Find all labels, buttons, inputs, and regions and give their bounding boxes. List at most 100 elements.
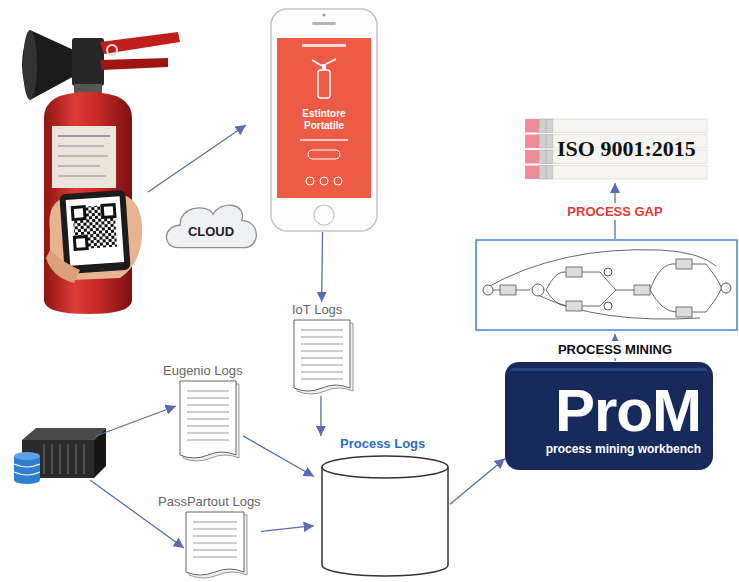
node-label: Process Logs: [314, 436, 450, 452]
database-cylinder: Process Logs: [314, 436, 450, 578]
fire-extinguisher: [58, 165, 100, 167]
doc-outline: [301, 358, 343, 359]
server-icon: [14, 464, 40, 467]
iso-outline: [553, 166, 707, 180]
cyl-outline: [322, 456, 448, 478]
process-model: [566, 267, 582, 277]
cyl-outline: [314, 436, 450, 578]
iso-outline: [546, 119, 547, 133]
server-icon: [14, 452, 40, 460]
process-model: [540, 296, 700, 319]
fire-extinguisher: [58, 155, 108, 157]
node-label: ProM: [517, 380, 701, 442]
phone-outline: [300, 139, 348, 141]
flow-arrow: [320, 396, 321, 436]
iso-outline: [525, 119, 539, 133]
cloud-shape: CLOUD: [160, 198, 262, 252]
fire-extinguisher: [23, 30, 37, 100]
process-model: [476, 240, 737, 330]
fire-extinguisher: [107, 45, 117, 55]
iso-outline: [539, 166, 553, 180]
iso-outline: [525, 135, 539, 149]
log-document: PassPartout Logs: [158, 494, 261, 580]
server-icon: [44, 444, 45, 474]
doc-outline: [193, 557, 237, 558]
prom-outline: [511, 368, 707, 371]
doc-outline: [180, 381, 239, 461]
flow-arrow: [261, 526, 314, 532]
doc-outline: [193, 536, 237, 537]
doc-outline: [301, 330, 343, 331]
server-icon: [14, 476, 40, 484]
doc-outline: [186, 512, 244, 575]
doc-outline: [193, 543, 237, 544]
node-label: PassPartout Logs: [158, 494, 261, 510]
phone-outline: [302, 44, 346, 47]
process-model: [676, 259, 692, 269]
doc-outline: [301, 372, 343, 373]
flow-arrow: [243, 436, 314, 477]
phone-outline: [318, 70, 330, 98]
phone-scanning-qr: [72, 205, 117, 250]
phone-scanning-qr: [72, 207, 85, 220]
doc-outline: [187, 398, 229, 399]
scan-arrow: [148, 125, 246, 192]
phone-outline: [322, 64, 326, 70]
phone-scanning-qr: [74, 237, 87, 250]
fire-extinguisher: [58, 145, 104, 147]
process-model: [706, 264, 722, 312]
fire-extinguisher: [22, 30, 78, 100]
server-icon: [52, 444, 53, 474]
process-model: [676, 307, 692, 317]
doc-outline: [187, 419, 229, 420]
phone-outline: [306, 177, 314, 185]
process-model: [476, 240, 737, 330]
phone-scanning-qr: [46, 190, 142, 283]
phone-scanning-qr: [59, 190, 130, 274]
fire-extinguisher: [58, 175, 106, 177]
phone-scanning-qr: [46, 250, 80, 283]
doc-outline: [294, 320, 350, 391]
doc-outline: [301, 344, 343, 345]
node-subtitle: process mining workbench: [517, 442, 701, 457]
iso-outline: [525, 150, 539, 164]
node-label: ISO 9001:2015: [557, 136, 696, 162]
process-model: [483, 285, 493, 295]
flow-arrow: [321, 232, 323, 302]
phone-outline: [334, 177, 342, 185]
process-model: [500, 285, 516, 295]
fire-extinguisher: [58, 135, 110, 137]
flow-label: PROCESS GAP: [563, 203, 666, 220]
iso-outline: [546, 166, 547, 180]
doc-outline: [187, 440, 229, 441]
doc-outline: [193, 550, 237, 551]
flow-arrow: [450, 458, 505, 504]
server-icon: [76, 444, 77, 474]
iso-outline: [539, 119, 553, 133]
process-model: [493, 264, 730, 312]
phone-outline: [308, 150, 340, 159]
server-arrow: [90, 480, 184, 548]
phone-outline: [314, 205, 334, 225]
doc-outline: [294, 320, 353, 394]
doc-outline: [186, 512, 247, 578]
fire-extinguisher: [52, 126, 116, 188]
fire-extinguisher: [100, 58, 168, 70]
doc-outline: [187, 426, 229, 427]
iso-outline: [553, 119, 707, 133]
cloud-outline: [166, 205, 256, 247]
doc-outline: [187, 405, 229, 406]
phone-scanning-qr: [59, 190, 130, 274]
iso-outline: [546, 150, 547, 164]
server-icon: [84, 444, 85, 474]
log-document: Eugenio Logs: [163, 363, 243, 463]
phone-outline: [320, 177, 328, 185]
server-arrow: [96, 406, 176, 436]
tool-logo-box: ProMprocess mining workbench: [505, 362, 713, 470]
iso-outline: [525, 166, 539, 180]
doc-outline: [301, 337, 343, 338]
flow-label: PROCESS MINING: [554, 341, 676, 358]
doc-outline: [187, 433, 229, 434]
server-icon: [14, 472, 40, 475]
